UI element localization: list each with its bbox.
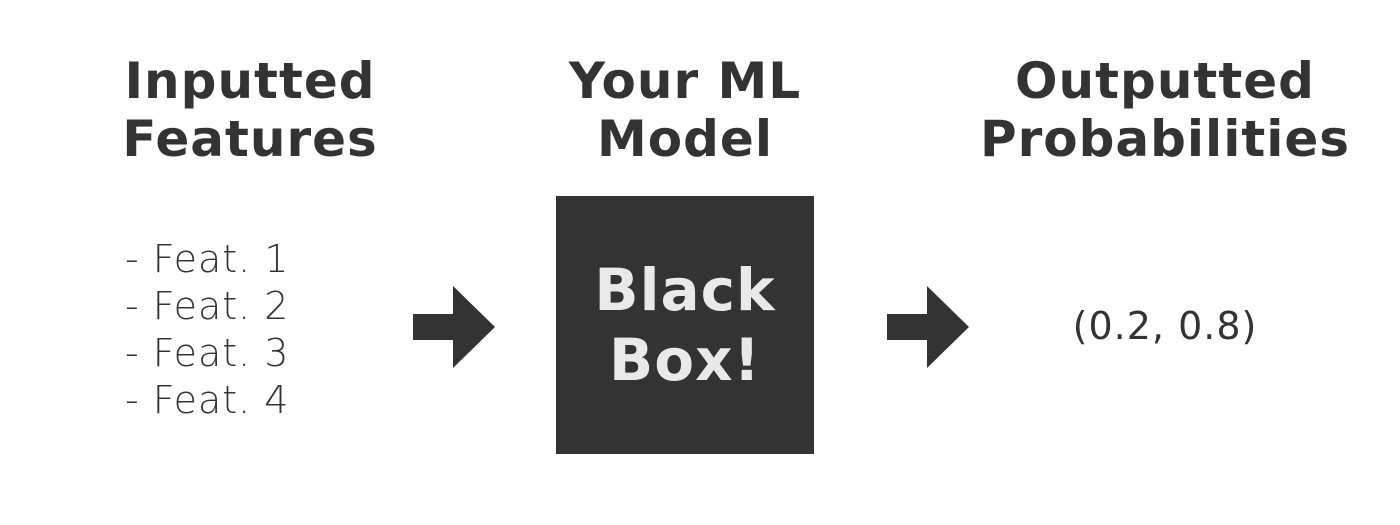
- black-box-model: Black Box!: [556, 196, 814, 454]
- model-title: Your ML Model: [515, 52, 855, 168]
- output-probabilities-value: (0.2, 0.8): [1072, 304, 1258, 348]
- right-arrow-icon: [413, 286, 495, 368]
- model-title-line-1: Your ML: [568, 52, 802, 110]
- black-box-label-line-2: Box!: [609, 326, 761, 394]
- input-title-line-1: Inputted: [124, 52, 376, 110]
- black-box-label-line-1: Black: [594, 256, 776, 324]
- output-probabilities-title: Outputted Probabilities: [955, 52, 1375, 168]
- feature-item: - Feat. 1: [125, 237, 290, 281]
- feature-item: - Feat. 4: [125, 378, 290, 422]
- right-arrow-icon: [887, 286, 969, 368]
- feature-item: - Feat. 3: [125, 331, 290, 375]
- output-title-line-2: Probabilities: [979, 110, 1351, 168]
- input-features-title: Inputted Features: [70, 52, 430, 168]
- feature-list: - Feat. 1 - Feat. 2 - Feat. 3 - Feat. 4: [125, 236, 289, 424]
- output-title-line-1: Outputted: [1015, 52, 1315, 110]
- input-title-line-2: Features: [122, 110, 378, 168]
- model-title-line-2: Model: [597, 110, 773, 168]
- feature-item: - Feat. 2: [125, 284, 290, 328]
